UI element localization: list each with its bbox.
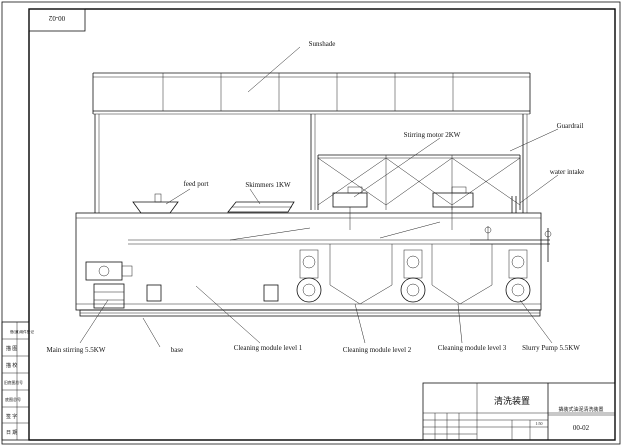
stirring-motor-2 (432, 186, 474, 230)
label-cleaning-level-1: Cleaning module level 1 (234, 344, 303, 352)
tank-body (75, 212, 542, 311)
side-row-1: 借(通)用件登记 (10, 329, 34, 334)
leader-lines (79, 46, 559, 348)
top-drawing-number: 00-02 (48, 14, 65, 22)
label-cleaning-level-3: Cleaning module level 3 (438, 344, 507, 352)
side-row-2: 描 图 (6, 345, 17, 352)
feed-port (132, 193, 179, 214)
title-block (422, 382, 616, 441)
stirring-motor-1 (332, 186, 368, 230)
label-skimmers: Skimmers 1KW (245, 181, 291, 189)
label-feed-port: feed port (183, 180, 208, 188)
base-box-right (263, 284, 279, 302)
side-row-5: 底图总号 (5, 396, 21, 402)
water-intake-pipe (470, 196, 552, 262)
label-sunshade: Sunshade (309, 40, 336, 48)
main-stirring-motor (85, 261, 133, 309)
guardrail (317, 154, 521, 210)
sunshade (92, 72, 531, 213)
side-row-6: 签 字 (6, 413, 17, 420)
slurry-pump-1 (296, 249, 322, 303)
cleaning-module-1-cone (329, 244, 393, 305)
slurry-pump-3 (505, 249, 531, 303)
base-skid (79, 309, 541, 317)
side-row-7: 日 期 (6, 430, 17, 436)
top-number-box (28, 8, 86, 32)
label-guardrail: Guardrail (557, 122, 584, 130)
slurry-pump-2 (400, 249, 426, 303)
side-row-4: 旧底图总号 (4, 380, 23, 385)
label-water-intake: water intake (550, 168, 584, 176)
skimmer (227, 201, 295, 213)
title-block-title: 清洗装置 (494, 395, 530, 406)
title-block-subtitle: 撬装式油泥清洗装置 (558, 406, 603, 413)
label-slurry-pump: Slurry Pump 5.5KW (522, 344, 580, 352)
label-base: base (171, 346, 183, 354)
title-block-drawing-number: 00-02 (573, 424, 590, 432)
cleaning-module-2-cone (431, 244, 493, 305)
base-box-left (146, 284, 162, 302)
title-block-sheet-info: 1:50 (535, 421, 542, 426)
side-block (1, 321, 30, 441)
label-main-stirring: Main stirring 5.5KW (47, 346, 106, 354)
label-cleaning-level-2: Cleaning module level 2 (343, 346, 412, 354)
label-stirring-motor: Stirring motor 2KW (404, 131, 461, 139)
inner-frame (28, 8, 616, 441)
side-row-3: 描 校 (6, 362, 17, 369)
